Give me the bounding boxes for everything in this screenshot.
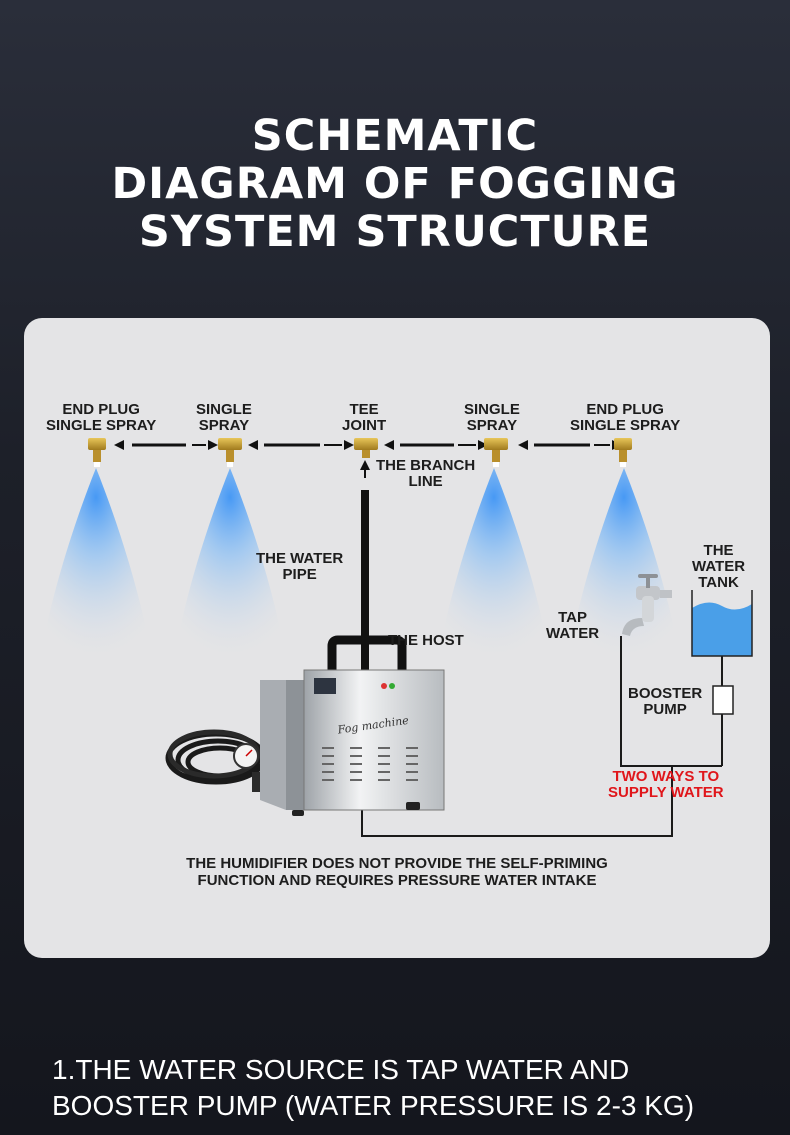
title-line-3: SYSTEM STRUCTURE bbox=[138, 207, 652, 257]
tap-faucet-icon bbox=[622, 574, 672, 636]
fog-machine: Fog machine bbox=[260, 635, 445, 816]
page-title: SCHEMATIC DIAGRAM OF FOGGING SYSTEM STRU… bbox=[0, 112, 790, 256]
spray-cone-2 bbox=[174, 468, 286, 663]
priming-note: THE HUMIDIFIER DOES NOT PROVIDE THE SELF… bbox=[186, 855, 608, 889]
nozzles bbox=[88, 438, 632, 467]
booster-pump-box bbox=[712, 685, 734, 715]
footer-caption: 1.THE WATER SOURCE IS TAP WATER AND BOOS… bbox=[52, 1054, 695, 1121]
title-line-2: DIAGRAM OF FOGGING bbox=[111, 159, 679, 209]
label-end-plug-right: END PLUG SINGLE SPRAY bbox=[570, 401, 681, 434]
spray-cone-3 bbox=[438, 468, 550, 663]
label-single-spray-left: SINGLE SPRAY bbox=[196, 401, 252, 434]
water-pipe bbox=[360, 460, 370, 670]
branch-pipe bbox=[114, 440, 622, 450]
machine-vents bbox=[322, 747, 418, 781]
label-branch-line: THE BRANCH LINE bbox=[376, 457, 476, 490]
label-two-ways: TWO WAYS TO SUPPLY WATER bbox=[608, 768, 724, 801]
supply-lines bbox=[361, 636, 723, 837]
label-water-pipe: THE WATER PIPE bbox=[256, 550, 344, 583]
label-water-tank: THE WATER TANK bbox=[692, 542, 746, 591]
end-plug-nozzle-right bbox=[614, 438, 632, 467]
water-tank bbox=[691, 590, 753, 657]
label-end-plug-left: END PLUG SINGLE SPRAY bbox=[46, 401, 157, 434]
spray-cone-1 bbox=[40, 468, 152, 663]
tee-joint bbox=[354, 438, 378, 458]
label-tee-joint: TEE JOINT bbox=[342, 401, 387, 434]
end-plug-nozzle-left bbox=[88, 438, 106, 467]
label-tap-water: TAP WATER bbox=[546, 609, 600, 642]
label-single-spray-right: SINGLE SPRAY bbox=[464, 401, 520, 434]
diagram-panel: Fog machine END PLUG SINGLE SPRAY SINGLE… bbox=[24, 318, 770, 958]
diagram-svg: Fog machine bbox=[40, 438, 753, 837]
label-booster-pump: BOOSTER PUMP bbox=[628, 685, 703, 718]
single-spray-nozzle-right bbox=[484, 438, 508, 467]
title-line-1: SCHEMATIC bbox=[251, 111, 539, 161]
label-host: THE HOST bbox=[388, 632, 464, 649]
single-spray-nozzle-left bbox=[218, 438, 242, 467]
